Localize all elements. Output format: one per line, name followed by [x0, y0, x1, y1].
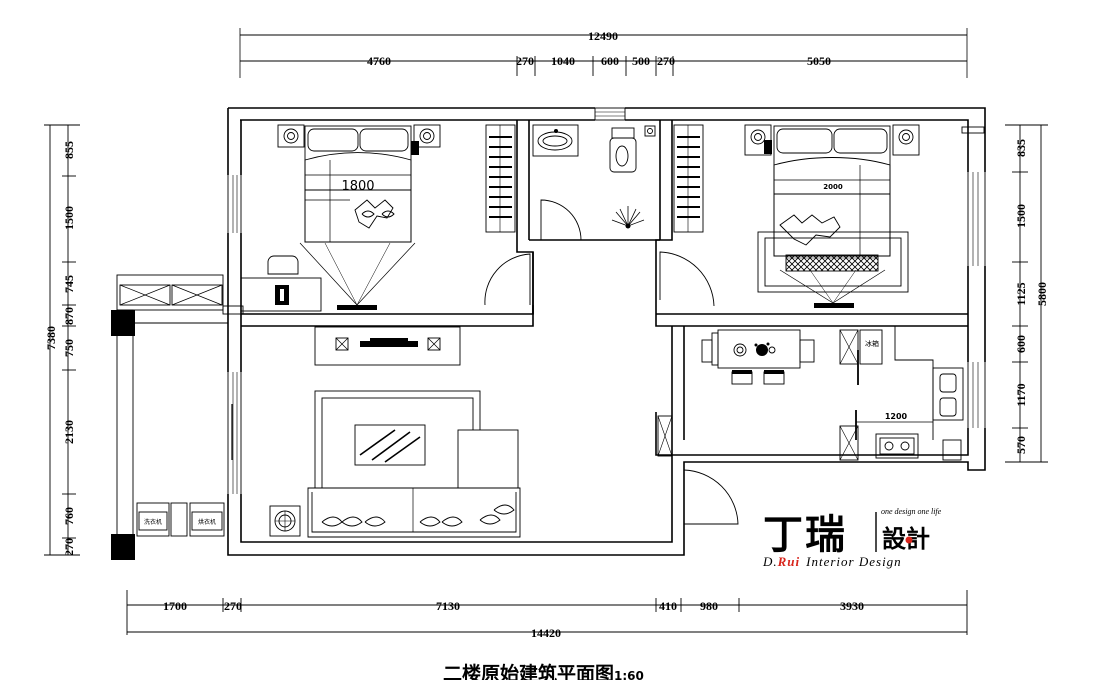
- counter-size: 1200: [885, 412, 908, 421]
- kitchen-dining: 冰箱 1200: [657, 326, 964, 525]
- bed-right-size: 2000: [823, 183, 843, 191]
- dryer-label: 烘衣机: [198, 518, 216, 526]
- dim-left-total: 7380: [44, 326, 58, 350]
- dim-bottom-seg-2: 270: [224, 599, 242, 613]
- dim-right-seg-5: 1170: [1014, 383, 1028, 406]
- dimensions-right: 835 1500 1125 600 1170 570 5800: [1005, 124, 1049, 463]
- brand-seal-dot: [905, 536, 913, 544]
- balcony: 洗衣机 烘衣机: [111, 274, 244, 560]
- dim-left-seg-6: 2130: [62, 420, 76, 444]
- dim-left-seg-5: 750: [62, 339, 76, 357]
- dimensions-left: 7380 855 1500 745 870 750 2130 760 270: [44, 124, 80, 556]
- dim-left-seg-2: 1500: [62, 206, 76, 230]
- dim-bottom-seg-5: 980: [700, 599, 718, 613]
- living-room: [231, 326, 521, 538]
- dim-top-seg-5: 500: [632, 54, 650, 68]
- bathroom: [532, 124, 656, 241]
- dim-bottom-seg-1: 1700: [163, 599, 187, 613]
- right-bedroom: 2000: [484, 124, 985, 308]
- dim-top-total: 12490: [588, 29, 618, 43]
- brand-name-cn: 丁瑞: [763, 511, 847, 558]
- dim-top-seg-6: 270: [657, 54, 675, 68]
- dim-bottom-seg-6: 3930: [840, 599, 864, 613]
- fridge-label: 冰箱: [865, 339, 879, 348]
- brand-tagline: one design one life: [881, 507, 942, 516]
- dim-top-seg-4: 600: [601, 54, 619, 68]
- dim-right-seg-3: 1125: [1014, 282, 1028, 305]
- dim-top-seg-3: 1040: [551, 54, 575, 68]
- dim-left-seg-4: 870: [62, 307, 76, 325]
- dim-top-seg-2: 270: [516, 54, 534, 68]
- title-main: 二楼原始建筑平面图: [443, 662, 614, 680]
- bed-left-size: 1800: [341, 179, 374, 194]
- dim-left-seg-7: 760: [62, 507, 76, 525]
- left-bedroom: 1800: [240, 124, 516, 312]
- dim-right-seg-6: 570: [1014, 436, 1028, 454]
- dim-right-seg-4: 600: [1014, 335, 1028, 353]
- title-scale: 1:60: [614, 669, 644, 680]
- walls: [226, 106, 986, 556]
- dim-left-seg-1: 855: [62, 141, 76, 159]
- dim-bottom-seg-4: 410: [659, 599, 677, 613]
- washer-label: 洗衣机: [144, 518, 162, 526]
- dimensions-top: 12490 4760 270 1040 600 500 270 5050: [239, 28, 968, 78]
- dim-bottom-total: 14420: [531, 626, 561, 640]
- dim-top-seg-1: 4760: [367, 54, 391, 68]
- dim-right-total: 5800: [1035, 282, 1049, 306]
- dim-right-seg-2: 1500: [1014, 204, 1028, 228]
- dim-left-seg-3: 745: [62, 275, 76, 293]
- dim-right-seg-1: 835: [1014, 139, 1028, 157]
- dim-top-seg-7: 5050: [807, 54, 831, 68]
- dim-left-seg-8: 270: [62, 538, 76, 556]
- drawing-title: 二楼原始建筑平面图 1:60: [443, 662, 644, 680]
- dim-bottom-seg-3: 7130: [436, 599, 460, 613]
- dimensions-bottom: 1700 270 7130 410 980 3930 14420: [126, 590, 968, 640]
